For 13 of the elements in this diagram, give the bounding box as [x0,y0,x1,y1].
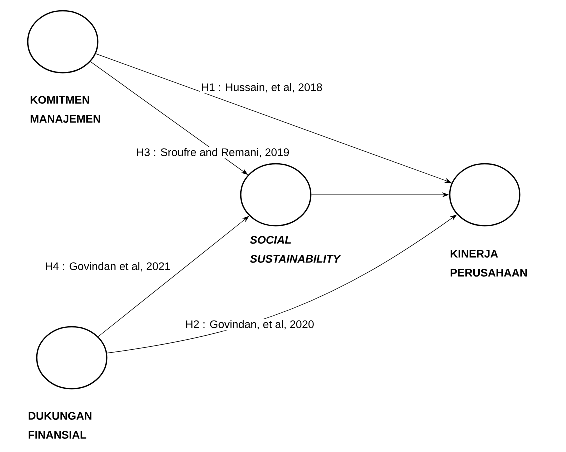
circle [36,326,108,390]
node-label: DUKUNGAN FINANSIAL [28,412,92,439]
edge-label: H2 : Govindan, et al, 2020 [184,319,316,331]
edge-label: H1 : Hussain, et al, 2018 [200,82,324,94]
arrow [98,216,250,338]
node-label: KINERJA PERUSAHAAN [450,250,528,277]
circle [27,10,99,74]
circle [449,163,521,227]
edge-label: H4 : Govindan et al, 2021 [44,261,172,273]
node-label: KOMITMEN MANAJEMEN [30,96,100,123]
node-label: SOCIAL SUSTAINABILITY [250,236,342,263]
circle [240,163,312,227]
edge-label: H3 : Sroufre and Remani, 2019 [135,147,291,159]
